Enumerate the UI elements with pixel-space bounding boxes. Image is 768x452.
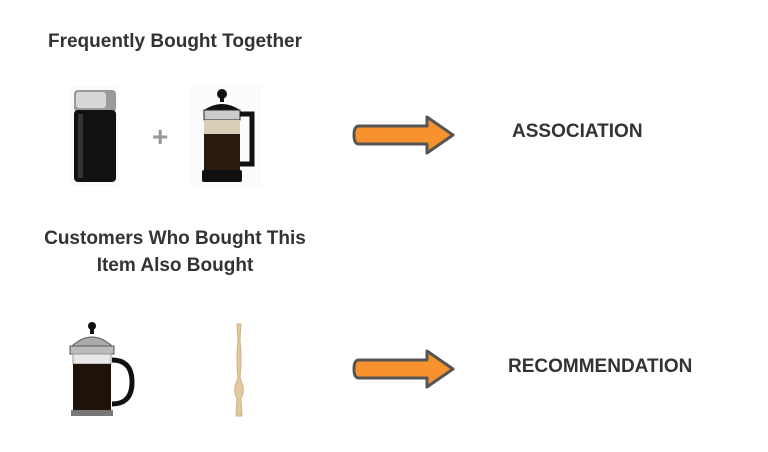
arrow-right-icon <box>352 349 455 389</box>
plus-operator: + <box>152 121 169 152</box>
frequently-bought-together-heading: Frequently Bought Together <box>47 31 303 52</box>
french-press-black-image <box>190 84 262 188</box>
french-press-chrome-image <box>69 322 135 416</box>
heading-line-1: Customers Who Bought This <box>44 228 306 249</box>
association-label: ASSOCIATION <box>512 121 643 142</box>
wooden-brush-image <box>234 323 244 417</box>
heading-line-2: Item Also Bought <box>96 255 254 276</box>
recommendation-label: RECOMMENDATION <box>508 356 693 377</box>
arrow-right-icon <box>352 115 455 155</box>
coffee-grinder-image <box>70 86 118 186</box>
customers-also-bought-heading: Customers Who Bought This Item Also Boug… <box>5 225 345 279</box>
